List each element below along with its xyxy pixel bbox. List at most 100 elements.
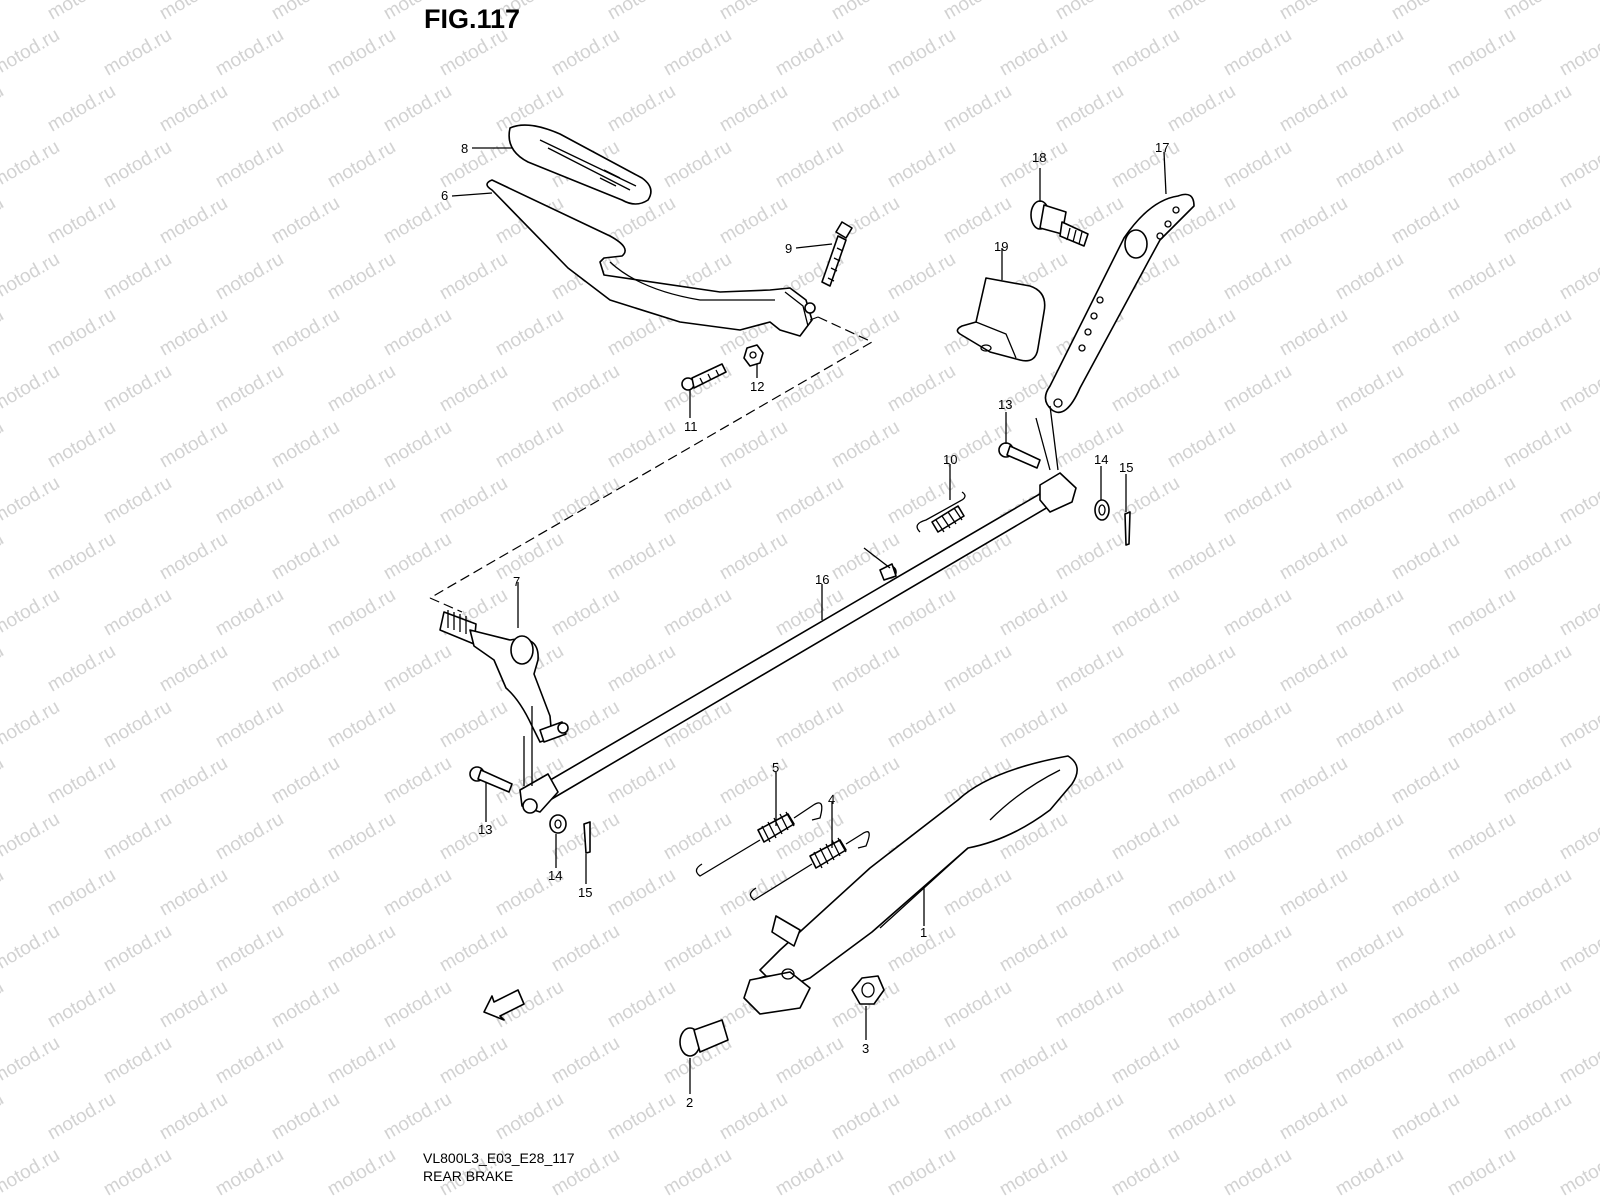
- figure-title: FIG.117: [424, 4, 521, 34]
- watermark-text: motod.ru: [324, 1145, 399, 1200]
- watermark-text: motod.ru: [604, 977, 679, 1033]
- watermark-text: motod.ru: [1276, 1089, 1351, 1145]
- callout-8: 8: [461, 141, 468, 156]
- watermark-text: motod.ru: [0, 81, 7, 137]
- watermark-text: motod.ru: [1220, 361, 1295, 417]
- watermark-text: motod.ru: [0, 193, 7, 249]
- watermark-text: motod.ru: [940, 1089, 1015, 1145]
- watermark-text: motod.ru: [268, 305, 343, 361]
- watermark-text: motod.ru: [436, 361, 511, 417]
- watermark-text: motod.ru: [0, 641, 7, 697]
- watermark-text: motod.ru: [0, 25, 63, 81]
- watermark-text: motod.ru: [212, 1145, 287, 1200]
- watermark-text: motod.ru: [268, 865, 343, 921]
- watermark-text: motod.ru: [996, 25, 1071, 81]
- watermark-text: motod.ru: [1052, 641, 1127, 697]
- watermark-text: motod.ru: [1388, 1089, 1463, 1145]
- watermark-text: motod.ru: [884, 697, 959, 753]
- watermark-text: motod.ru: [44, 1089, 119, 1145]
- watermark-text: motod.ru: [884, 25, 959, 81]
- watermark-text: motod.ru: [0, 473, 63, 529]
- callout-7: 7: [513, 574, 520, 589]
- callout-12: 12: [750, 379, 764, 394]
- watermark-text: motod.ru: [1108, 585, 1183, 641]
- watermark-text: motod.ru: [492, 1089, 567, 1145]
- watermark-text: motod.ru: [1444, 585, 1519, 641]
- watermark-text: motod.ru: [772, 697, 847, 753]
- watermark-text: motod.ru: [1388, 865, 1463, 921]
- watermark-text: motod.ru: [0, 697, 63, 753]
- watermark-text: motod.ru: [380, 641, 455, 697]
- watermark-text: motod.ru: [0, 361, 63, 417]
- watermark-text: motod.ru: [156, 0, 231, 24]
- watermark-text: motod.ru: [1220, 1033, 1295, 1089]
- watermark-text: motod.ru: [828, 1089, 903, 1145]
- watermark-text: motod.ru: [1444, 809, 1519, 865]
- watermark-text: motod.ru: [380, 865, 455, 921]
- watermark-text: motod.ru: [1276, 753, 1351, 809]
- watermark-text: motod.ru: [1108, 25, 1183, 81]
- watermark-text: motod.ru: [100, 1145, 175, 1200]
- diagram-caption: REAR BRAKE: [423, 1168, 514, 1184]
- watermark-text: motod.ru: [772, 25, 847, 81]
- watermark-text: motod.ru: [1332, 809, 1407, 865]
- watermark-text: motod.ru: [1500, 865, 1575, 921]
- watermark-text: motod.ru: [940, 977, 1015, 1033]
- watermark-text: motod.ru: [1500, 417, 1575, 473]
- watermark-text: motod.ru: [1108, 361, 1183, 417]
- callout-16: 16: [815, 572, 829, 587]
- watermark-text: motod.ru: [1444, 1033, 1519, 1089]
- watermark-text: motod.ru: [212, 137, 287, 193]
- watermark-text: motod.ru: [436, 473, 511, 529]
- watermark-text: motod.ru: [604, 865, 679, 921]
- watermark-text: motod.ru: [44, 865, 119, 921]
- callout-17: 17: [1155, 140, 1169, 155]
- watermark-text: motod.ru: [1556, 1145, 1600, 1200]
- watermark-text: motod.ru: [0, 249, 63, 305]
- watermark-text: motod.ru: [268, 81, 343, 137]
- watermark-text: motod.ru: [1276, 193, 1351, 249]
- watermark-text: motod.ru: [1388, 641, 1463, 697]
- watermark-text: motod.ru: [1556, 25, 1600, 81]
- watermark-text: motod.ru: [1276, 529, 1351, 585]
- watermark-text: motod.ru: [604, 417, 679, 473]
- watermark-text: motod.ru: [1164, 641, 1239, 697]
- watermark-text: motod.ru: [1556, 249, 1600, 305]
- watermark-text: motod.ru: [716, 0, 791, 24]
- callout-3: 3: [862, 1041, 869, 1056]
- watermark-text: motod.ru: [996, 697, 1071, 753]
- watermark-text: motod.ru: [324, 585, 399, 641]
- watermark-text: motod.ru: [548, 921, 623, 977]
- watermark-text: motod.ru: [1276, 641, 1351, 697]
- callout-15-lower: 15: [578, 885, 592, 900]
- callout-4: 4: [828, 792, 835, 807]
- watermark-text: motod.ru: [1276, 417, 1351, 473]
- watermark-text: motod.ru: [0, 1089, 7, 1145]
- watermark-text: motod.ru: [1108, 809, 1183, 865]
- watermark-text: motod.ru: [1332, 361, 1407, 417]
- watermark-text: motod.ru: [212, 473, 287, 529]
- watermark-text: motod.ru: [1556, 697, 1600, 753]
- watermark-text: motod.ru: [324, 25, 399, 81]
- clevis-pin-part-13-upper: [998, 442, 1041, 469]
- watermark-text: motod.ru: [1220, 585, 1295, 641]
- watermark-text: motod.ru: [436, 809, 511, 865]
- brake-pedal-part-6: [486, 179, 816, 337]
- watermark-text: motod.ru: [0, 809, 63, 865]
- watermark-text: motod.ru: [1444, 697, 1519, 753]
- watermark-text: motod.ru: [380, 977, 455, 1033]
- watermark-text: motod.ru: [1108, 697, 1183, 753]
- watermark-text: motod.ru: [884, 1145, 959, 1200]
- watermark-text: motod.ru: [660, 585, 735, 641]
- watermark-text: motod.ru: [1500, 0, 1575, 24]
- watermark-text: motod.ru: [716, 753, 791, 809]
- watermark-text: motod.ru: [884, 1033, 959, 1089]
- watermark-text: motod.ru: [324, 137, 399, 193]
- watermark-text: motod.ru: [828, 305, 903, 361]
- watermark-text: motod.ru: [380, 81, 455, 137]
- nut-part-3: [851, 975, 885, 1005]
- watermark-text: motod.ru: [1388, 529, 1463, 585]
- watermark-text: motod.ru: [268, 0, 343, 24]
- watermark-text: motod.ru: [212, 697, 287, 753]
